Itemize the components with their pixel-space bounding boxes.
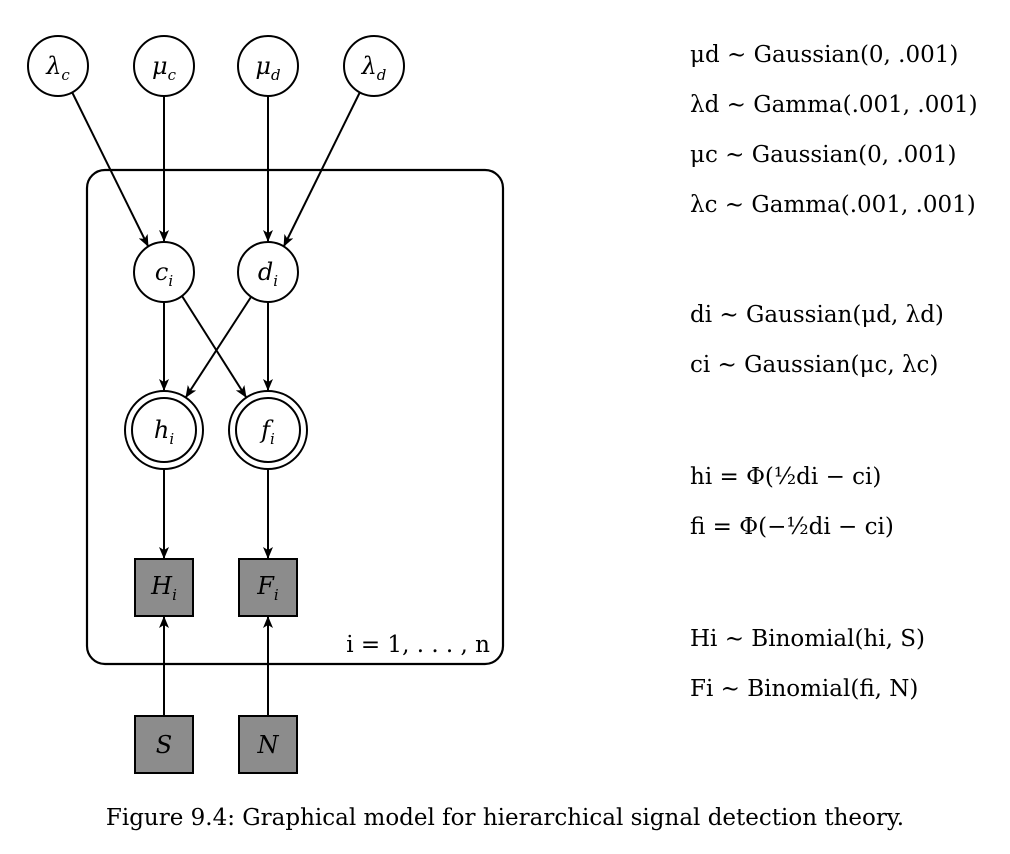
svg-text:μd: μd <box>255 52 280 84</box>
svg-text:N: N <box>257 731 280 759</box>
node-c-i: ci <box>133 241 195 303</box>
equation-d-i: di ∼ Gaussian(μd, λd) <box>690 302 944 328</box>
svg-text:hi: hi <box>154 416 174 448</box>
plate <box>85 168 505 666</box>
svg-text:Hi: Hi <box>150 572 177 604</box>
node-mu-d: μd <box>237 35 299 97</box>
node-d-i: di <box>237 241 299 303</box>
svg-text:ci: ci <box>155 258 173 290</box>
equation-c-i: ci ∼ Gaussian(μc, λc) <box>690 352 939 378</box>
edge-lambda-c-to-c-i <box>71 91 149 247</box>
equation-mu-d: μd ∼ Gaussian(0, .001) <box>690 42 959 68</box>
equation-lambda-d: λd ∼ Gamma(.001, .001) <box>690 92 978 118</box>
equation-h-i: hi = Φ(½di − ci) <box>690 464 882 490</box>
svg-text:λc: λc <box>45 52 70 84</box>
svg-text:λd: λd <box>361 52 387 84</box>
edge-c-i-to-f-i <box>181 295 247 398</box>
svg-text:di: di <box>258 258 278 290</box>
node-F-i: Fi <box>238 558 298 617</box>
figure-caption: Figure 9.4: Graphical model for hierarch… <box>105 805 905 831</box>
equation-lambda-c: λc ∼ Gamma(.001, .001) <box>690 192 976 218</box>
plate-label: i = 1, . . . , n <box>346 632 490 658</box>
node-lambda-c: λc <box>27 35 89 97</box>
svg-text:S: S <box>156 731 172 759</box>
svg-text:μc: μc <box>152 52 177 84</box>
svg-text:Fi: Fi <box>256 572 279 604</box>
node-H-i: Hi <box>134 558 194 617</box>
edges <box>71 91 361 716</box>
equation-mu-c: μc ∼ Gaussian(0, .001) <box>690 142 957 168</box>
equation-F-i: Fi ∼ Binomial(fi, N) <box>690 676 919 702</box>
node-S: S <box>134 715 194 774</box>
edge-d-i-to-h-i <box>185 296 252 398</box>
node-N: N <box>238 715 298 774</box>
node-mu-c: μc <box>133 35 195 97</box>
equation-f-i: fi = Φ(−½di − ci) <box>690 514 894 540</box>
node-lambda-d: λd <box>343 35 405 97</box>
equation-H-i: Hi ∼ Binomial(hi, S) <box>690 626 925 652</box>
edge-lambda-d-to-d-i <box>283 91 361 247</box>
node-f-i: fi <box>228 390 308 470</box>
node-h-i: hi <box>124 390 204 470</box>
